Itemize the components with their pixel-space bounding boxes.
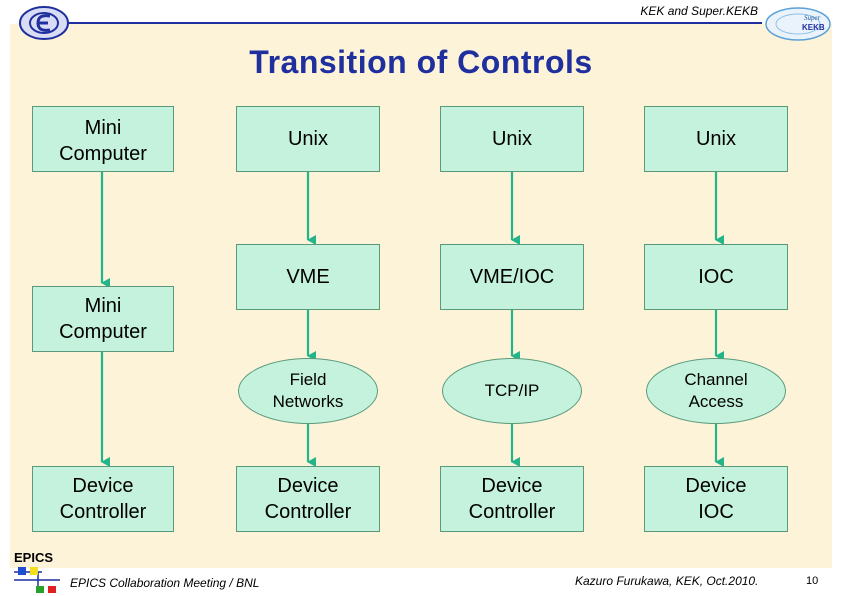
page-number: 10 [806, 575, 819, 587]
kek-logo-icon [19, 6, 69, 40]
page-title: Transition of Controls [249, 44, 593, 80]
epics-label: EPICS [14, 550, 54, 565]
box-unix-1: Unix [236, 106, 380, 172]
box-vme-ioc: VME/IOC [440, 244, 584, 310]
box-unix-2: Unix [440, 106, 584, 172]
superkekb-logo-icon: Super KEKB [765, 7, 831, 41]
ellipse-field-networks: Field Networks [238, 358, 378, 424]
epics-logo-icon [14, 567, 60, 593]
box-device-controller-2: Device Controller [236, 466, 380, 532]
box-device-controller-3: Device Controller [440, 466, 584, 532]
svg-text:KEKB: KEKB [802, 23, 825, 32]
ellipse-tcp-ip: TCP/IP [442, 358, 582, 424]
ellipse-channel-access: Channel Access [646, 358, 786, 424]
box-device-controller-1: Device Controller [32, 466, 174, 532]
box-device-ioc: Device IOC [644, 466, 788, 532]
box-mini-computer-2: Mini Computer [32, 286, 174, 352]
header-rule [62, 22, 762, 24]
footer-author: Kazuro Furukawa, KEK, Oct.2010. [575, 574, 759, 588]
box-mini-computer-1: Mini Computer [32, 106, 174, 172]
box-vme: VME [236, 244, 380, 310]
box-ioc: IOC [644, 244, 788, 310]
box-unix-3: Unix [644, 106, 788, 172]
svg-text:Super: Super [804, 14, 821, 22]
header-text: KEK and Super.KEKB [640, 4, 758, 18]
footer-meeting: EPICS Collaboration Meeting / BNL [70, 576, 260, 590]
